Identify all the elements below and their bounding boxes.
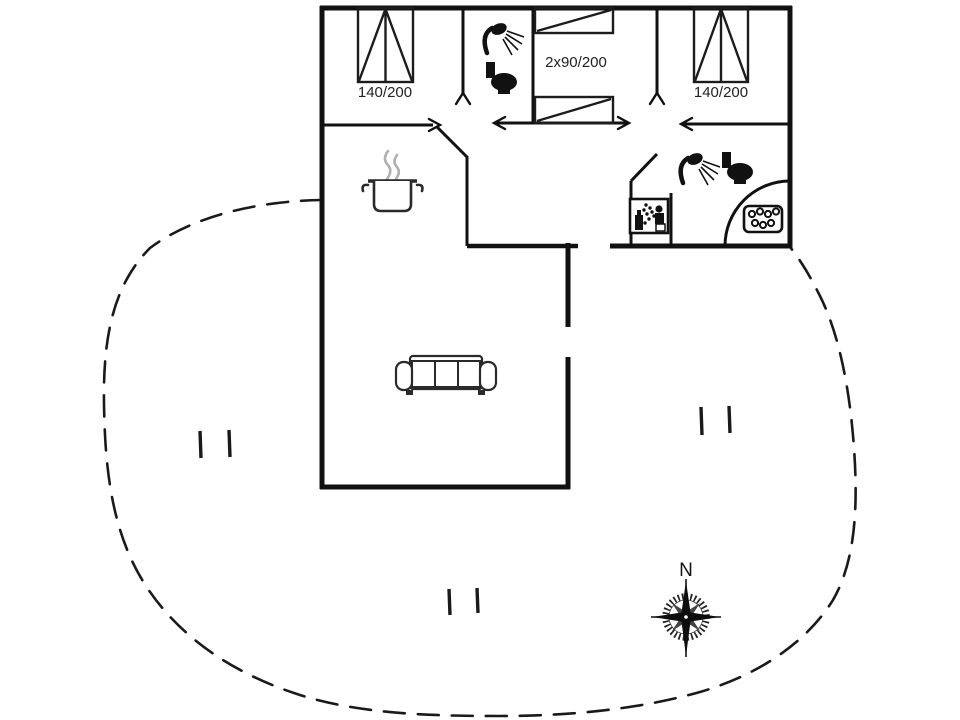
boundary-opening-marks-bottom (447, 587, 480, 616)
bed-size-label-left: 140/200 (358, 84, 412, 101)
wall-kitchen-diagonal (435, 125, 469, 159)
bed-single-lower (533, 95, 615, 125)
bed-single-upper (533, 6, 615, 35)
wall-bathroom2-diagonal (629, 152, 659, 183)
door-marks (427, 90, 694, 133)
compass-north-label: N (679, 560, 693, 581)
door-mark-bunkroom-left (491, 115, 507, 131)
door-mark-bathroom-right (678, 116, 694, 132)
whirlpool-bath-icon (723, 179, 791, 247)
site-boundary (102, 198, 857, 718)
shower-icon (482, 23, 525, 56)
shower-icon (678, 153, 721, 186)
bed-double-left (356, 6, 415, 84)
boundary-opening-marks-right (699, 405, 732, 436)
toilet-icon (722, 152, 753, 184)
door-mark-bedroom-left (427, 117, 443, 133)
bed-double-right (692, 6, 750, 84)
bed-size-label-right: 140/200 (694, 84, 748, 101)
compass-rose-icon (651, 579, 721, 657)
steam-wisp (393, 153, 401, 181)
door-mark-bathroom-top (454, 90, 472, 106)
door-mark-bunkroom-right (616, 115, 632, 131)
cooking-pot-icon (361, 149, 424, 213)
site-boundary-dashed-line (102, 198, 857, 718)
sofa-icon (394, 354, 498, 395)
corner-bath-arc (723, 179, 791, 247)
steam-wisp (383, 149, 392, 181)
sauna-icon (628, 197, 670, 235)
boundary-opening-marks-left (198, 429, 232, 459)
door-mark-bedroom-right (648, 90, 666, 106)
toilet-icon (486, 62, 517, 94)
bed-size-label-bunkroom: 2x90/200 (545, 54, 607, 71)
